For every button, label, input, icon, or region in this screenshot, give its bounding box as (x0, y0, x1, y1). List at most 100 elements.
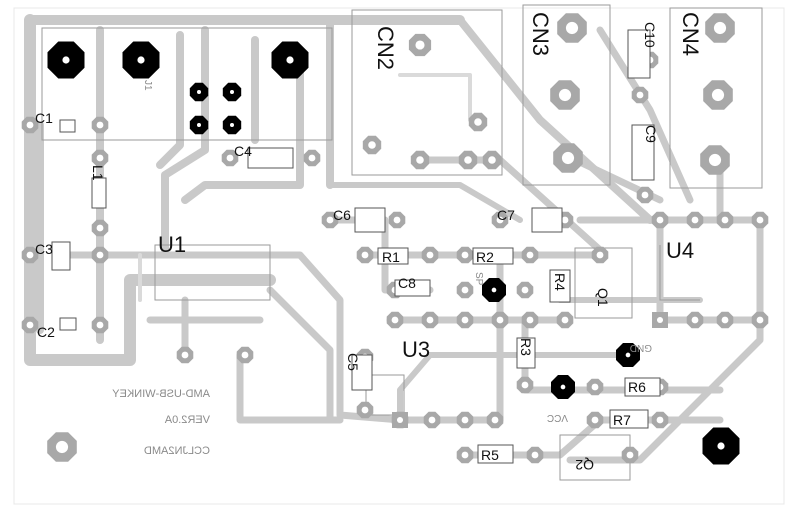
pad-40 (621, 446, 639, 464)
outline-layer (41, 4, 763, 481)
gnd-hole (616, 343, 640, 367)
cn2-pad-6 (408, 33, 432, 57)
usb-pin-3 (189, 115, 209, 135)
pad-6-hole (96, 251, 104, 259)
pad-2 (91, 116, 109, 134)
cn2-pad-6-hole (415, 40, 425, 50)
cn3-pad-2-hole (558, 88, 572, 102)
jack-hole-2 (122, 41, 160, 79)
pad-17 (456, 246, 474, 264)
pad-7-hole (26, 321, 34, 329)
sp-hole (482, 278, 506, 302)
label-q1: Q1 (595, 288, 611, 307)
pad-16-hole (426, 251, 434, 259)
pad-16 (421, 246, 439, 264)
label-cn3: CN3 (528, 12, 553, 56)
pad-30 (586, 378, 604, 396)
label-c1: C1 (35, 110, 53, 126)
pad-26-hole (496, 316, 504, 324)
c3-body (51, 241, 71, 271)
pad-15 (356, 246, 374, 264)
pad-18-hole (526, 251, 534, 259)
pad-2-hole (96, 121, 104, 129)
cn2-pad-1 (362, 135, 382, 155)
u3-outline (365, 374, 405, 416)
pad-18 (521, 246, 539, 264)
vcc-hole (551, 375, 575, 399)
pad-27-hole (526, 316, 534, 324)
pad-42-hole (691, 216, 699, 224)
pad-10-hole (308, 154, 316, 162)
cn2-pad-4-hole (464, 156, 472, 164)
label-c3: C3 (35, 241, 53, 257)
pad-33-hole (656, 416, 664, 424)
cn2-pad-2 (410, 150, 430, 170)
pad-39 (526, 446, 544, 464)
u4-outline (659, 245, 700, 301)
cn4-pad-2-hole (711, 88, 725, 102)
board-edge (13, 7, 785, 505)
pad-14-hole (561, 216, 569, 224)
label-cn2: CN2 (373, 26, 398, 70)
l1-body (91, 177, 107, 209)
cn3-pad-1-hole (565, 21, 579, 35)
c5-body (351, 354, 373, 391)
label-sp: SP (473, 272, 484, 286)
usb-pin-2-hole (230, 90, 234, 94)
jack-hole-3 (271, 41, 309, 79)
cn3-pad-3-hole (561, 151, 575, 165)
pad-33 (651, 411, 669, 429)
pad-11-hole (326, 216, 334, 224)
pad-5-hole (26, 251, 34, 259)
pad-37 (486, 411, 504, 429)
usb-pin-2 (222, 82, 242, 102)
mount-hole-br-hole (717, 442, 725, 450)
pad-23-hole (391, 316, 399, 324)
pad-1 (21, 116, 39, 134)
pad-9 (221, 149, 239, 167)
pad-28-hole (561, 316, 569, 324)
cn4-pad-2 (703, 80, 733, 110)
cn4-pad-3-hole (708, 153, 722, 167)
pad-52 (631, 86, 649, 104)
usb-pin-3-hole (197, 123, 201, 127)
pad-36 (456, 411, 474, 429)
label-l1: L1 (90, 165, 106, 181)
u3-pin-1-hole (396, 416, 404, 424)
label-r7: R7 (613, 412, 631, 428)
pad-38-hole (461, 451, 469, 459)
c6-body (354, 207, 386, 233)
silk-line-2: VER2.0A (164, 414, 210, 426)
mount-hole-bl (47, 432, 77, 462)
c9-body (631, 124, 655, 181)
cn3-pad-1 (557, 13, 587, 43)
u4-pin-1 (652, 312, 668, 328)
r7-body (609, 409, 649, 429)
r4-body (549, 269, 571, 303)
pad-10 (303, 149, 321, 167)
vcc-hole-hole (560, 384, 566, 390)
label-c4: C4 (234, 143, 252, 159)
pad-25-hole (461, 316, 469, 324)
c10-body (627, 29, 651, 79)
label-c9: C9 (643, 125, 659, 143)
cn4-outline (669, 7, 763, 189)
cn2-pad-1-hole (368, 141, 376, 149)
usb-pin-1 (189, 82, 209, 102)
gnd-hole-hole (625, 352, 631, 358)
pad-49 (356, 401, 374, 419)
jack-hole-1-hole (62, 56, 70, 64)
label-q2: Q2 (575, 457, 594, 473)
pad-41 (651, 211, 669, 229)
label-c5: C5 (345, 353, 361, 371)
label-c2: C2 (37, 324, 55, 340)
label-r3: R3 (518, 338, 534, 356)
pad-47-hole (756, 316, 764, 324)
usb-pin-1-hole (197, 90, 201, 94)
mount-hole-bl-hole (55, 440, 69, 454)
pad-53-hole (641, 191, 649, 199)
pad-43-hole (721, 216, 729, 224)
cn2-pad-5 (482, 150, 502, 170)
cn4-pad-1 (705, 13, 735, 43)
